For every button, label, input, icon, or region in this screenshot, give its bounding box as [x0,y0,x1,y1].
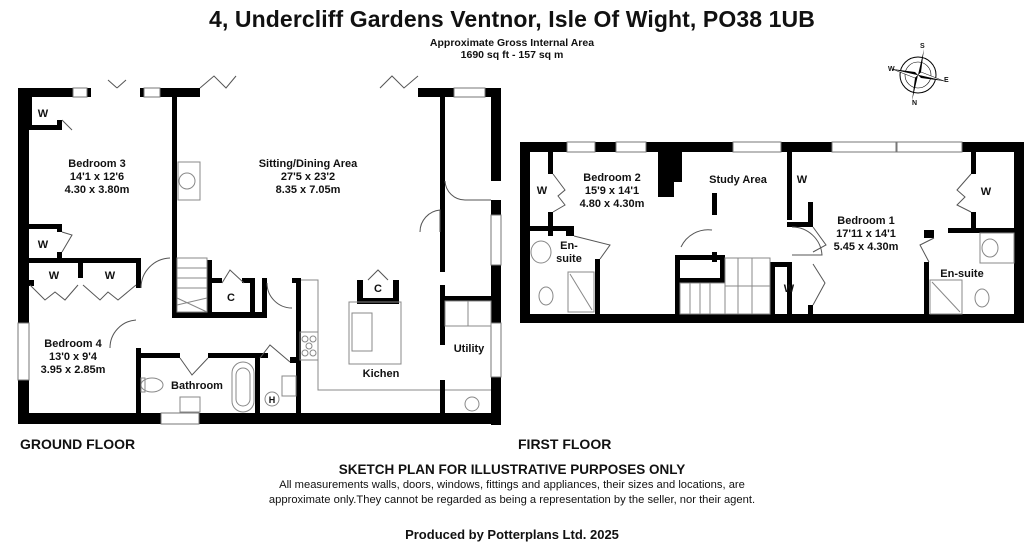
room-kitchen: Kichen [362,368,400,380]
compass-rose-icon [891,49,945,101]
room-ensuite-left: En- suite [556,240,582,265]
compass-letter-n: N [912,100,918,107]
wardrobe-marker: W [536,185,548,197]
compass-letter-e: E [944,77,949,84]
property-title: 4, Undercliff Gardens Ventnor, Isle Of W… [209,6,815,32]
room-bathroom: Bathroom [171,380,223,392]
wardrobe-marker: W [37,239,49,251]
compass-letter-s: S [920,43,925,50]
wardrobe-marker: W [37,108,49,120]
disclaimer-text: All measurements walls, doors, windows, … [268,479,756,506]
wardrobe-marker: W [48,270,60,282]
ground-floor-doors [29,75,491,376]
first-floor-doors [552,173,972,306]
area-value: 1690 sq ft - 157 sq m [460,49,564,61]
wardrobe-marker: W [104,270,116,282]
ground-floor-walls [18,88,501,425]
first-floor-label: FIRST FLOOR [518,436,612,452]
room-study-area: Study Area [709,174,767,186]
first-floor-windows [566,141,963,153]
compass-letter-w: W [888,66,895,73]
room-sitting-dining: Sitting/Dining Area 27'5 x 23'2 8.35 x 7… [258,158,358,196]
wardrobe-marker: W [796,174,808,186]
disclaimer-heading: SKETCH PLAN FOR ILLUSTRATIVE PURPOSES ON… [338,462,686,477]
producer-credit: Produced by Potterplans Ltd. 2025 [405,527,619,542]
ground-floor-windows [17,87,502,425]
room-bedroom-4: Bedroom 4 13'0 x 9'4 3.95 x 2.85m [40,338,106,376]
cupboard-marker: C [374,283,382,295]
cupboard-marker: C [227,292,235,304]
first-floor-fixtures [530,232,1015,315]
wardrobe-marker: W [980,186,992,198]
first-floor-walls [520,142,1024,323]
wardrobe-marker: W [783,283,795,295]
heater-marker: H [268,395,276,405]
room-ensuite-right: En-suite [940,268,984,280]
room-bedroom-3: Bedroom 3 14'1 x 12'6 4.30 x 3.80m [64,158,130,196]
ground-floor-fixtures [140,161,492,413]
room-bedroom-1: Bedroom 1 17'11 x 14'1 5.45 x 4.30m [833,215,899,253]
area-summary: Approximate Gross Internal Area 1690 sq … [0,37,1024,61]
area-label: Approximate Gross Internal Area [429,37,595,49]
room-utility: Utility [453,343,485,355]
room-bedroom-2: Bedroom 2 15'9 x 14'1 4.80 x 4.30m [579,172,645,210]
ground-floor-label: GROUND FLOOR [20,436,136,452]
